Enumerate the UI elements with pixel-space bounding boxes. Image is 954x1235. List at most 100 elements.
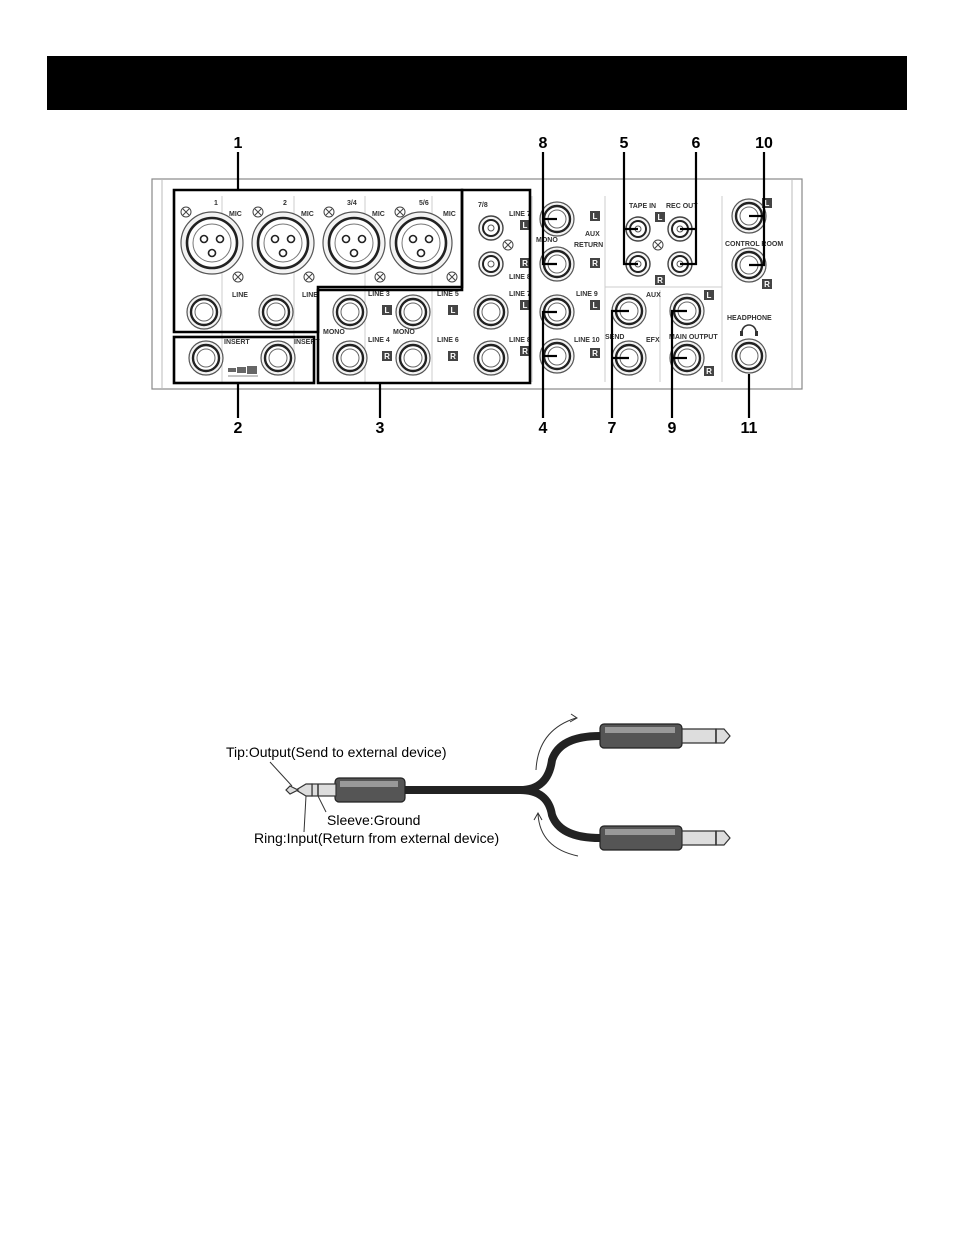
- line-jack-8: [472, 339, 510, 377]
- main-output-label: MAIN OUTPUT: [669, 334, 718, 341]
- line8a-label: LINE 8: [509, 274, 531, 281]
- channel-badge-left: L: [451, 306, 456, 315]
- xlr-label-1: 1: [214, 200, 218, 207]
- rca-line-7: [478, 215, 504, 241]
- tip-ring-sleeve-icon: [228, 366, 258, 377]
- channel-badge-bg: [590, 348, 600, 358]
- channel-badge-bg: [704, 290, 714, 300]
- channel-badge-bg: [448, 305, 458, 315]
- label-leaders: [269, 761, 327, 833]
- xlr-input-3-4: [321, 210, 387, 276]
- rec-out-label: REC OUT: [666, 203, 698, 210]
- callout-leaders: [236, 152, 766, 418]
- channel-badge-bg: [382, 305, 392, 315]
- mono-label-2: MONO: [393, 329, 415, 336]
- signal-flow-arrows: [533, 713, 579, 857]
- callout-9: 9: [668, 420, 677, 437]
- channel-badge-right: R: [522, 347, 528, 356]
- ch78-label: 7/8: [478, 202, 488, 209]
- mono-label-1: MONO: [323, 329, 345, 336]
- line10-label: LINE 10: [574, 337, 600, 344]
- channel-badge-left: L: [385, 306, 390, 315]
- channel-badge-left: L: [523, 221, 528, 230]
- highlight-box-2: [172, 335, 316, 385]
- channel-badge-bg: [762, 279, 772, 289]
- insert-label-1: INSERT: [224, 339, 250, 346]
- sleeve-label: Sleeve:Ground: [327, 812, 420, 828]
- xlr-input-5-6: [388, 210, 454, 276]
- channel-badge-bg: [655, 212, 665, 222]
- headphone-label: HEADPHONE: [727, 315, 772, 322]
- channel-badge-right: R: [592, 349, 598, 358]
- xlr-input-1: [179, 210, 245, 276]
- callout-4: 4: [539, 420, 548, 437]
- callout-5: 5: [620, 135, 629, 152]
- headphone-jack: [730, 337, 768, 375]
- line-jack-4: [331, 339, 369, 377]
- highlight-box-3: [316, 188, 532, 385]
- channel-badge-left: L: [765, 199, 770, 208]
- callout-3: 3: [376, 420, 385, 437]
- line4-label: LINE 4: [368, 337, 390, 344]
- channel-badge-bg: [762, 198, 772, 208]
- channel-badge-bg: [520, 300, 530, 310]
- line-jack-3: [331, 293, 369, 331]
- channel-badge-left: L: [658, 213, 663, 222]
- channel-badge-bg: [590, 211, 600, 221]
- mic-label-4: MIC: [443, 211, 456, 218]
- callout-8: 8: [539, 135, 548, 152]
- insert-jack-2: [259, 339, 297, 377]
- line-jack-6: [394, 339, 432, 377]
- xlr-label-2: 2: [283, 200, 287, 207]
- channel-badge-right: R: [657, 276, 663, 285]
- channel-badge-bg: [520, 258, 530, 268]
- line9-label: LINE 9: [576, 291, 598, 298]
- line7b-label: LINE 7: [509, 291, 531, 298]
- insert-label-2: INSERT: [294, 339, 320, 346]
- line-jack-1: [185, 293, 223, 331]
- aux-send-label: AUX: [646, 292, 661, 299]
- callout-2: 2: [234, 420, 243, 437]
- channel-badge-left: L: [593, 301, 598, 310]
- aux-return-label: AUX: [585, 231, 600, 238]
- line-label-1: LINE: [232, 292, 248, 299]
- channel-badge-right: R: [522, 259, 528, 268]
- efx-label: EFX: [646, 337, 660, 344]
- line3-label: LINE 3: [368, 291, 390, 298]
- tape-in-label: TAPE IN: [629, 203, 656, 210]
- mic-label-1: MIC: [229, 211, 242, 218]
- ts-plug-upper-icon: [599, 723, 731, 749]
- mono-label-3: MONO: [536, 237, 558, 244]
- line6-label: LINE 6: [437, 337, 459, 344]
- channel-badge-right: R: [384, 352, 390, 361]
- channel-badge-bg: [704, 366, 714, 376]
- line-jack-7: [472, 293, 510, 331]
- line-jack-5: [394, 293, 432, 331]
- line-jack-2: [257, 293, 295, 331]
- channel-badge-left: L: [593, 212, 598, 221]
- control-room-label: CONTROL ROOM: [725, 241, 783, 248]
- channel-badge-bg: [520, 346, 530, 356]
- tip-label: Tip:Output(Send to external device): [226, 744, 447, 760]
- insert-cable-diagram: Tip:Output(Send to external device) Slee…: [226, 713, 731, 857]
- channel-badge-bg: [520, 220, 530, 230]
- channel-badge-right: R: [764, 280, 770, 289]
- channel-badge-bg: [655, 275, 665, 285]
- channel-badge-left: L: [707, 291, 712, 300]
- callout-1: 1: [234, 135, 243, 152]
- header-bar: [47, 56, 907, 110]
- ring-label: Ring:Input(Return from external device): [254, 830, 499, 846]
- xlr-label-5-6: 5/6: [419, 200, 429, 207]
- return-label: RETURN: [574, 242, 603, 249]
- callout-7: 7: [608, 420, 617, 437]
- line8b-label: LINE 8: [509, 337, 531, 344]
- xlr-label-3-4: 3/4: [347, 200, 357, 207]
- callout-10: 10: [755, 135, 773, 152]
- send-label: SEND: [605, 334, 624, 341]
- line-label-2: LINE: [302, 292, 318, 299]
- callout-6: 6: [692, 135, 701, 152]
- rca-line-8: [478, 251, 504, 277]
- ts-plug-lower-icon: [599, 825, 731, 851]
